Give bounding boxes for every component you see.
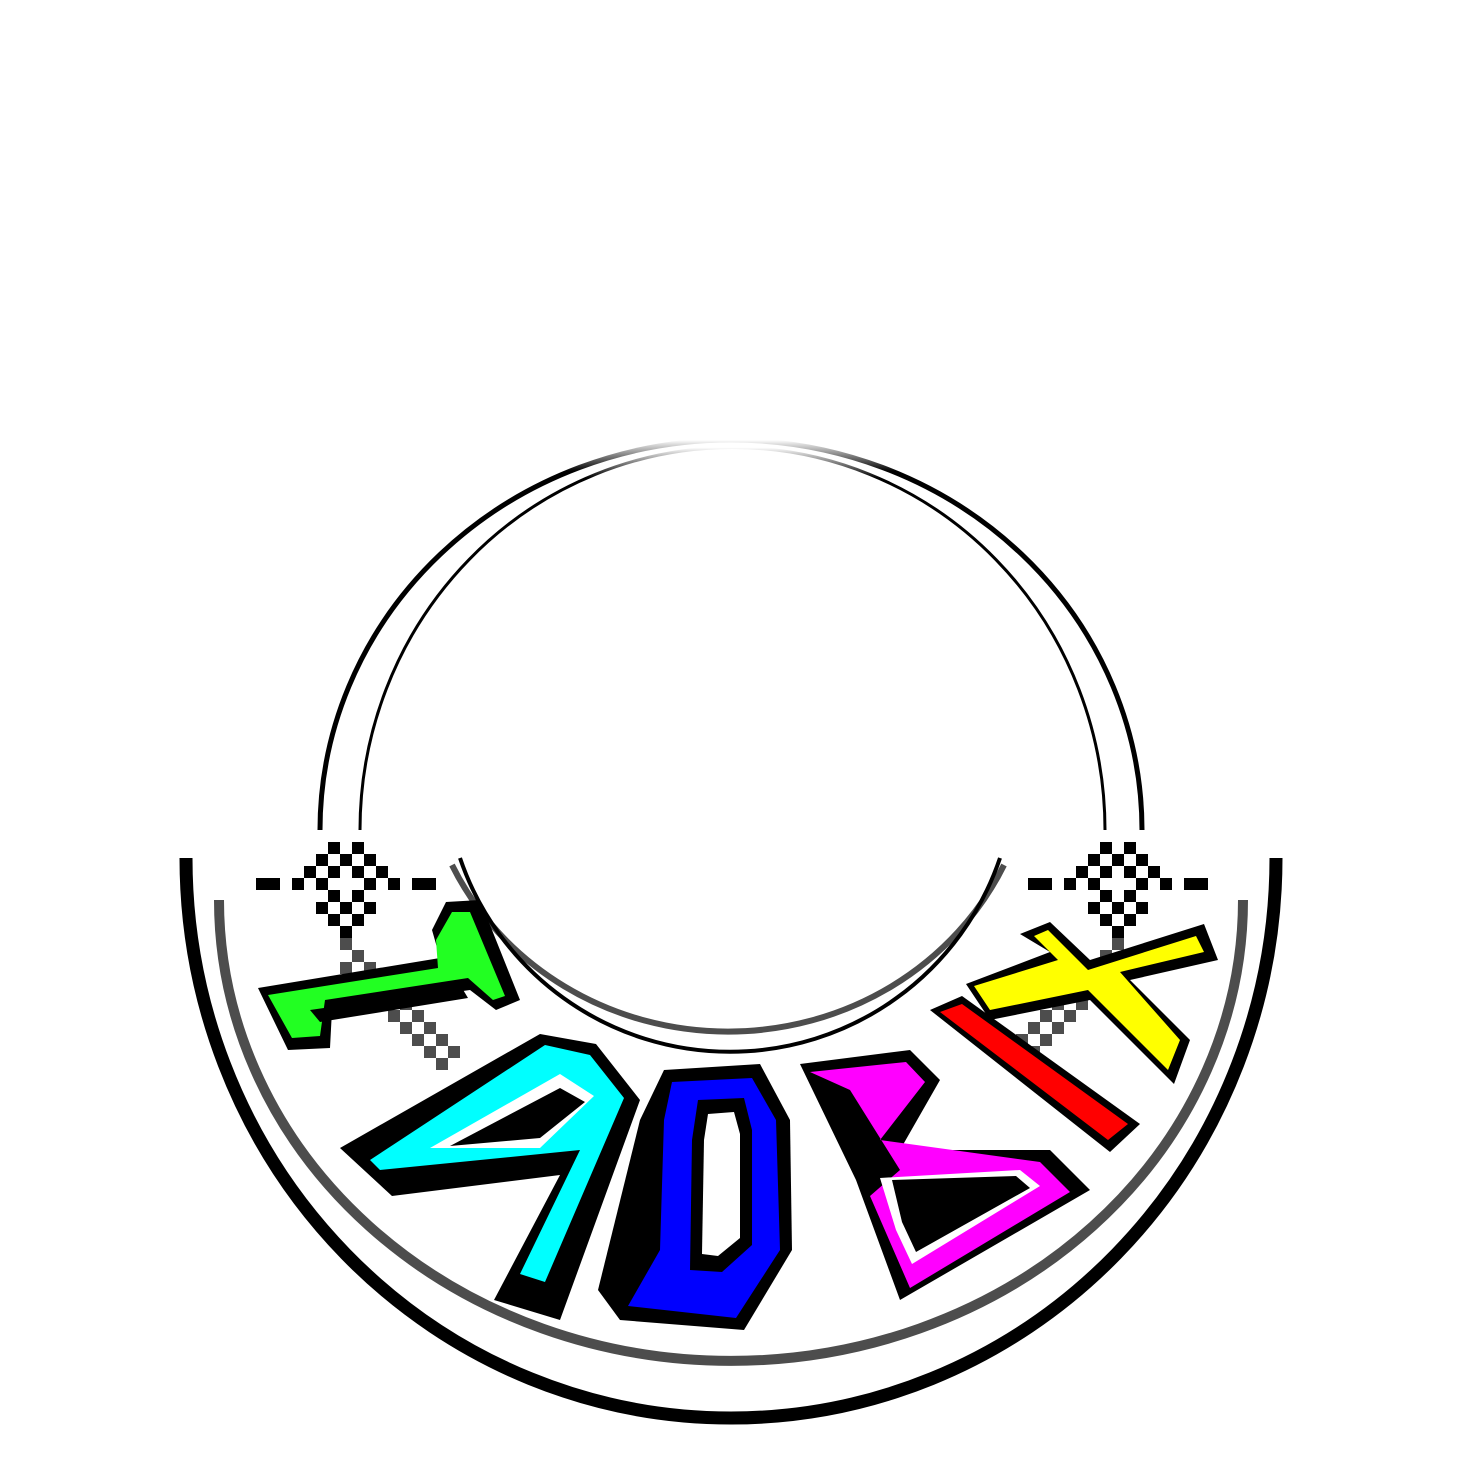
letter-z: [800, 1050, 1090, 1300]
dither-pixel: [1160, 878, 1172, 890]
bowl-rings: [179, 857, 1283, 1425]
dither-pixel: [1064, 878, 1076, 890]
dither-pixel: [1196, 878, 1208, 890]
dither-pixel: [364, 902, 376, 914]
dither-pixel: [1100, 842, 1112, 854]
dither-pixel: [424, 1022, 436, 1034]
letter-x: [966, 922, 1218, 1084]
dither-pixel: [1100, 866, 1112, 878]
dither-pixel: [292, 878, 304, 890]
dither-pixel: [340, 854, 352, 866]
dither-pixel: [328, 914, 340, 926]
dither-pixel: [412, 1034, 424, 1046]
dither-pixel: [1124, 842, 1136, 854]
dither-pixel: [1112, 926, 1124, 938]
dither-pixel: [1148, 866, 1160, 878]
dither-pixel: [412, 1010, 424, 1022]
letter-t: [258, 900, 520, 1050]
dither-pixel: [1028, 1022, 1040, 1034]
dither-pixel: [352, 866, 364, 878]
dither-pixel: [1100, 890, 1112, 902]
dither-pixel: [352, 914, 364, 926]
upper-circle-frame: [317, 437, 1145, 831]
dither-pixel: [1088, 854, 1100, 866]
wordmark: [258, 900, 1218, 1330]
dither-pixel: [340, 962, 352, 974]
dither-pixel: [1100, 914, 1112, 926]
dither-pixel: [1124, 866, 1136, 878]
upper-circle-inner: [358, 445, 1107, 831]
dither-pixel: [352, 950, 364, 962]
dither-pixel: [448, 1046, 460, 1058]
dither-pixel: [268, 878, 280, 890]
dither-pixel: [328, 842, 340, 854]
bowl-grey-ring: [214, 899, 1248, 1366]
dither-pixel: [376, 866, 388, 878]
dither-pixel: [1112, 902, 1124, 914]
dither-pixel: [1136, 902, 1148, 914]
dither-pixel: [1112, 938, 1124, 950]
dither-pixel: [1040, 1010, 1052, 1022]
dither-pixel: [328, 890, 340, 902]
dither-pixel: [424, 878, 436, 890]
dither-pixel: [1028, 878, 1040, 890]
dither-pixel: [1052, 1022, 1064, 1034]
dither-pixel: [424, 1046, 436, 1058]
dither-pixel: [1184, 878, 1196, 890]
dither-pixel: [256, 878, 268, 890]
dither-pixel: [340, 926, 352, 938]
dither-pixel: [316, 902, 328, 914]
letter-o: [598, 1064, 792, 1330]
dither-pixel: [388, 878, 400, 890]
dither-pixel: [1040, 1034, 1052, 1046]
dither-pixel: [340, 938, 352, 950]
letter-a: [340, 1034, 640, 1320]
dither-pixel: [1088, 902, 1100, 914]
upper-circle-outer: [317, 437, 1145, 831]
dither-pixel: [364, 854, 376, 866]
dither-pixel: [340, 902, 352, 914]
bowl-inner-black-ring: [458, 857, 1002, 1054]
dither-pixel: [1136, 878, 1148, 890]
letter-i: [930, 996, 1140, 1152]
dither-pixel: [400, 1022, 412, 1034]
dither-pixel: [1040, 878, 1052, 890]
dither-pixel: [328, 866, 340, 878]
dither-pixel: [352, 890, 364, 902]
dither-pixel: [364, 878, 376, 890]
dither-pixel: [1124, 914, 1136, 926]
dither-pixel: [436, 1058, 448, 1070]
dither-pixel: [316, 854, 328, 866]
dither-pixel: [304, 866, 316, 878]
dither-pixel: [1076, 866, 1088, 878]
dither-pixel: [1064, 1010, 1076, 1022]
dither-pixel: [316, 878, 328, 890]
dither-pixel: [388, 1010, 400, 1022]
dither-pixel: [1124, 890, 1136, 902]
dither-pixel: [1136, 854, 1148, 866]
dither-pixel: [1112, 854, 1124, 866]
dither-pixel: [352, 842, 364, 854]
bowl-inner-grey-ring: [449, 863, 1007, 1035]
dither-pixel: [1088, 878, 1100, 890]
dither-pixel: [412, 878, 424, 890]
dither-pixel: [436, 1034, 448, 1046]
bowl-outer-ring: [179, 857, 1283, 1425]
